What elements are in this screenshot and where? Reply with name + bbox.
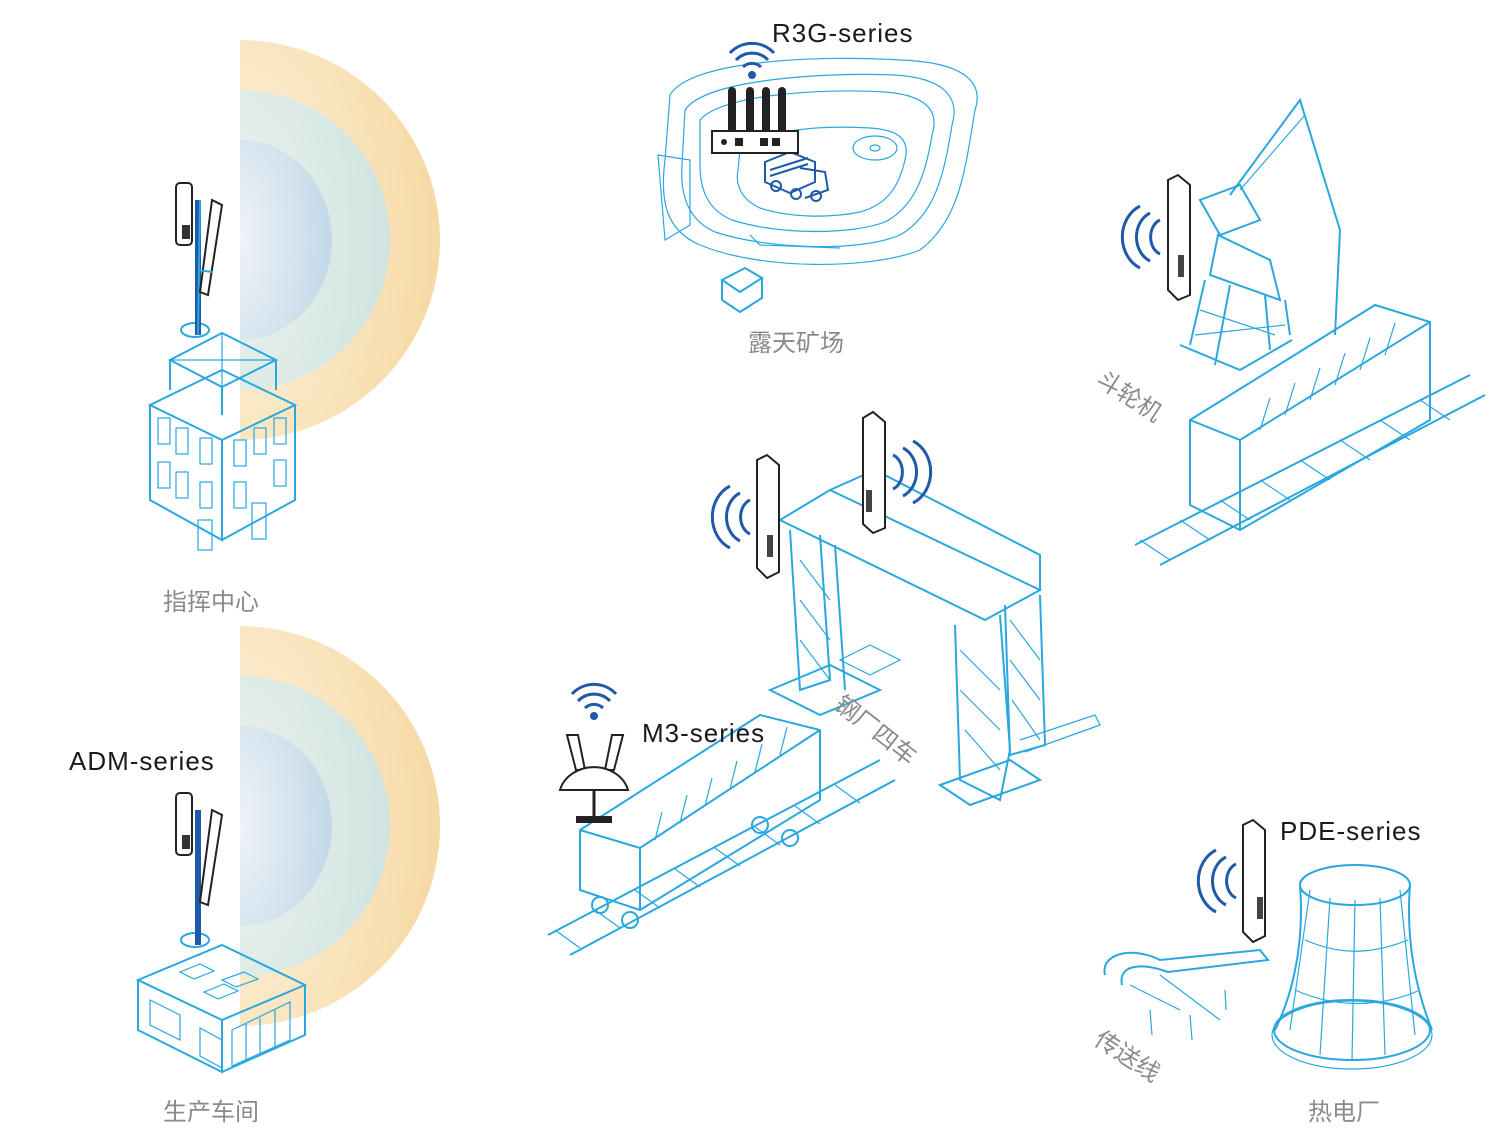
freight-train-bottom (547, 713, 896, 956)
production-workshop-building (135, 943, 308, 1074)
wifi-signal-icon (728, 41, 776, 79)
wifi-signal-icon (1120, 204, 1161, 270)
coverage-zone-top (240, 40, 440, 440)
conveyor-line (1103, 948, 1270, 1041)
mining-truck (764, 150, 830, 202)
open-pit-mine (657, 57, 978, 314)
cooling-tower (1271, 864, 1433, 1070)
outdoor-cpe-icon (1242, 818, 1266, 944)
freight-train-top (1134, 303, 1486, 566)
bucket-wheel-crane (1179, 97, 1342, 372)
command-center-building (147, 331, 298, 551)
antenna-router-icon (711, 87, 799, 154)
wifi-signal-icon (1196, 848, 1237, 914)
production-workshop-label: 生产车间 (163, 1098, 259, 1126)
wifi-signal-icon (570, 682, 618, 720)
open-pit-mine-label: 露天矿场 (748, 329, 844, 357)
pde-series-label: PDE-series (1280, 816, 1422, 846)
base-station-icon (175, 182, 224, 338)
antenna-router-icon (558, 734, 630, 823)
base-station-icon-adm (175, 792, 224, 948)
thermal-power-plant-label: 热电厂 (1308, 1098, 1380, 1126)
r3g-series-label: R3G-series (772, 18, 914, 48)
coverage-zone-bottom (240, 626, 440, 1026)
wifi-signal-icon (710, 439, 933, 550)
m3-series-label: M3-series (642, 718, 766, 748)
outdoor-cpe-icon (756, 410, 886, 580)
outdoor-cpe-icon (1167, 173, 1191, 302)
adm-series-label: ADM-series (69, 746, 215, 776)
command-center-label: 指挥中心 (163, 588, 259, 616)
steel-plant-gantry (767, 468, 1101, 807)
